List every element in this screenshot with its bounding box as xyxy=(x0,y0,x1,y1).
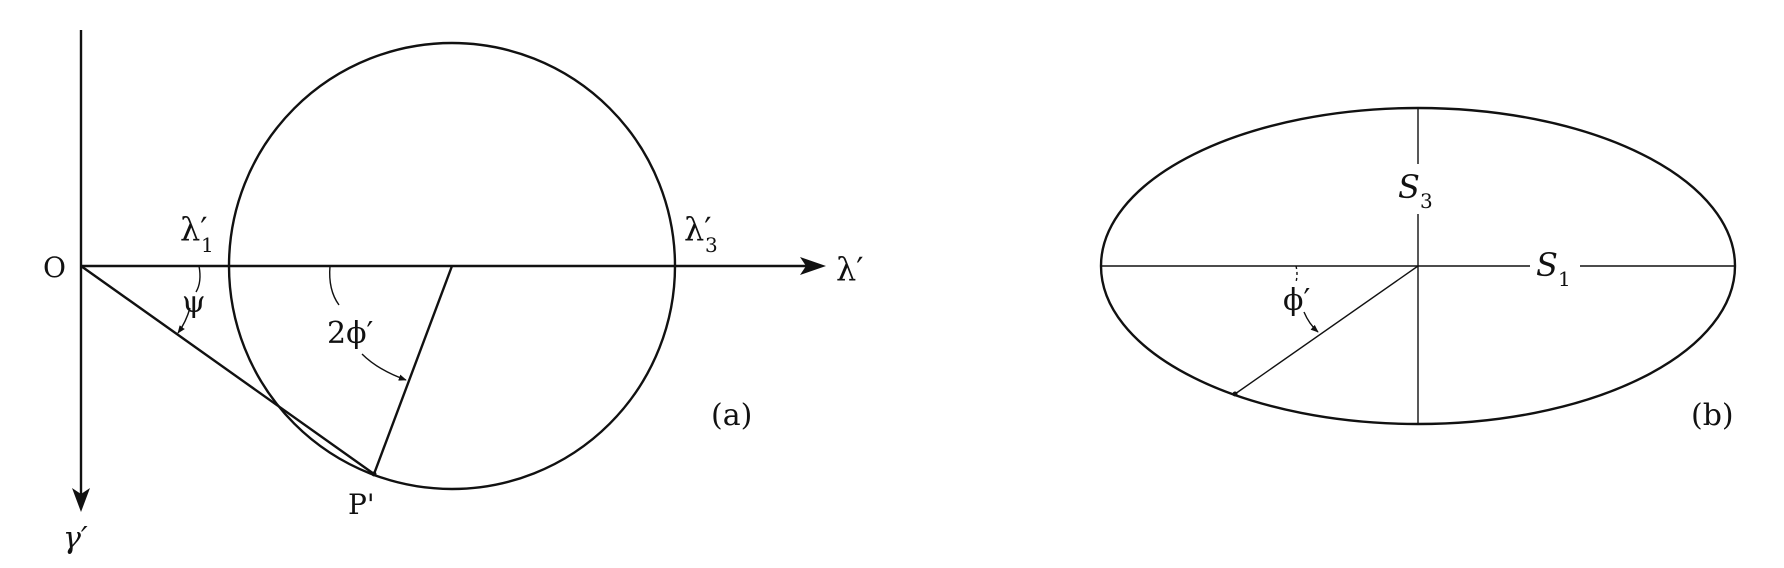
panel-a: O λ′ γ′ λ′ 1 λ′ 3 ψ 2ϕ′ P' (a) xyxy=(43,30,864,556)
radius-line xyxy=(1234,265,1419,395)
psi-arc xyxy=(195,265,201,293)
lambda-axis-arrowhead xyxy=(800,257,826,275)
point-p-label: P' xyxy=(348,488,375,521)
lambda3-subscript: 3 xyxy=(705,233,718,257)
lambda1-subscript: 1 xyxy=(201,233,214,257)
lambda3-label: λ′ xyxy=(684,210,712,248)
two-phi-label: 2ϕ′ xyxy=(327,316,374,351)
two-phi-arc xyxy=(329,265,340,306)
lambda1-label: λ′ xyxy=(180,210,208,248)
psi-arrow xyxy=(177,307,191,334)
gamma-axis-arrowhead xyxy=(72,488,90,512)
psi-label: ψ xyxy=(182,285,206,320)
lambda-axis-label: λ′ xyxy=(836,250,864,288)
phi-arc xyxy=(1295,265,1298,283)
phi-label: ϕ′ xyxy=(1283,283,1310,318)
point-p-dot xyxy=(371,471,377,477)
mohr-circle xyxy=(227,41,677,491)
s1-label: S xyxy=(1536,246,1558,284)
phi-arrow xyxy=(1303,311,1319,333)
two-phi-arrow xyxy=(361,353,407,381)
panel-b-tag: (b) xyxy=(1691,398,1734,433)
ellipse-point-dot xyxy=(1232,391,1238,397)
s3-label: S xyxy=(1398,168,1420,206)
panel-a-tag: (a) xyxy=(711,398,752,433)
gamma-axis-label: γ′ xyxy=(63,521,88,556)
radius-to-p xyxy=(372,265,454,475)
s3-subscript: 3 xyxy=(1420,189,1433,213)
origin-label: O xyxy=(43,251,66,284)
line-o-to-p xyxy=(80,265,375,475)
panel-b: S 3 S 1 ϕ′ (b) xyxy=(1099,106,1737,433)
s1-subscript: 1 xyxy=(1558,267,1571,291)
